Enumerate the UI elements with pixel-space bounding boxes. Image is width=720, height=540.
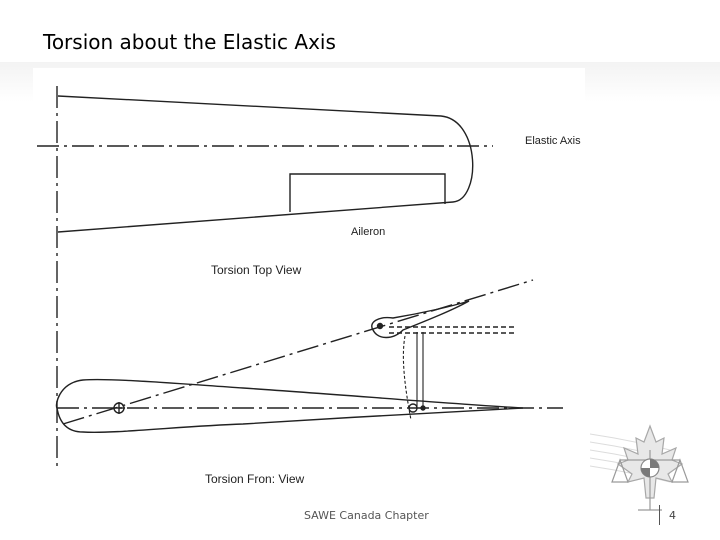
front-view-caption: Torsion Fron: View	[205, 472, 305, 486]
deflected-hinge-dot	[376, 322, 384, 330]
torsion-figure: Elastic Axis Aileron Torsion Top View To…	[33, 68, 585, 500]
airfoil-section	[55, 378, 524, 433]
slide-title: Torsion about the Elastic Axis	[43, 30, 336, 54]
wing-planform-outline	[57, 95, 474, 233]
aileron-hinge-marker	[408, 403, 418, 413]
aileron-outline	[289, 173, 446, 212]
aileron-label: Aileron	[351, 226, 386, 238]
aileron-hinge-dot	[420, 405, 426, 411]
page-number-divider	[659, 505, 660, 525]
deflected-aileron-section	[371, 300, 470, 339]
top-view-caption: Torsion Top View	[211, 263, 302, 277]
elastic-axis-label: Elastic Axis	[525, 135, 581, 147]
page-number: 4	[669, 509, 676, 522]
maple-leaf-scales-icon	[590, 424, 689, 511]
torsion-diagram	[37, 86, 563, 470]
twisted-chord-line	[62, 279, 534, 425]
footer-text: SAWE Canada Chapter	[304, 509, 429, 522]
